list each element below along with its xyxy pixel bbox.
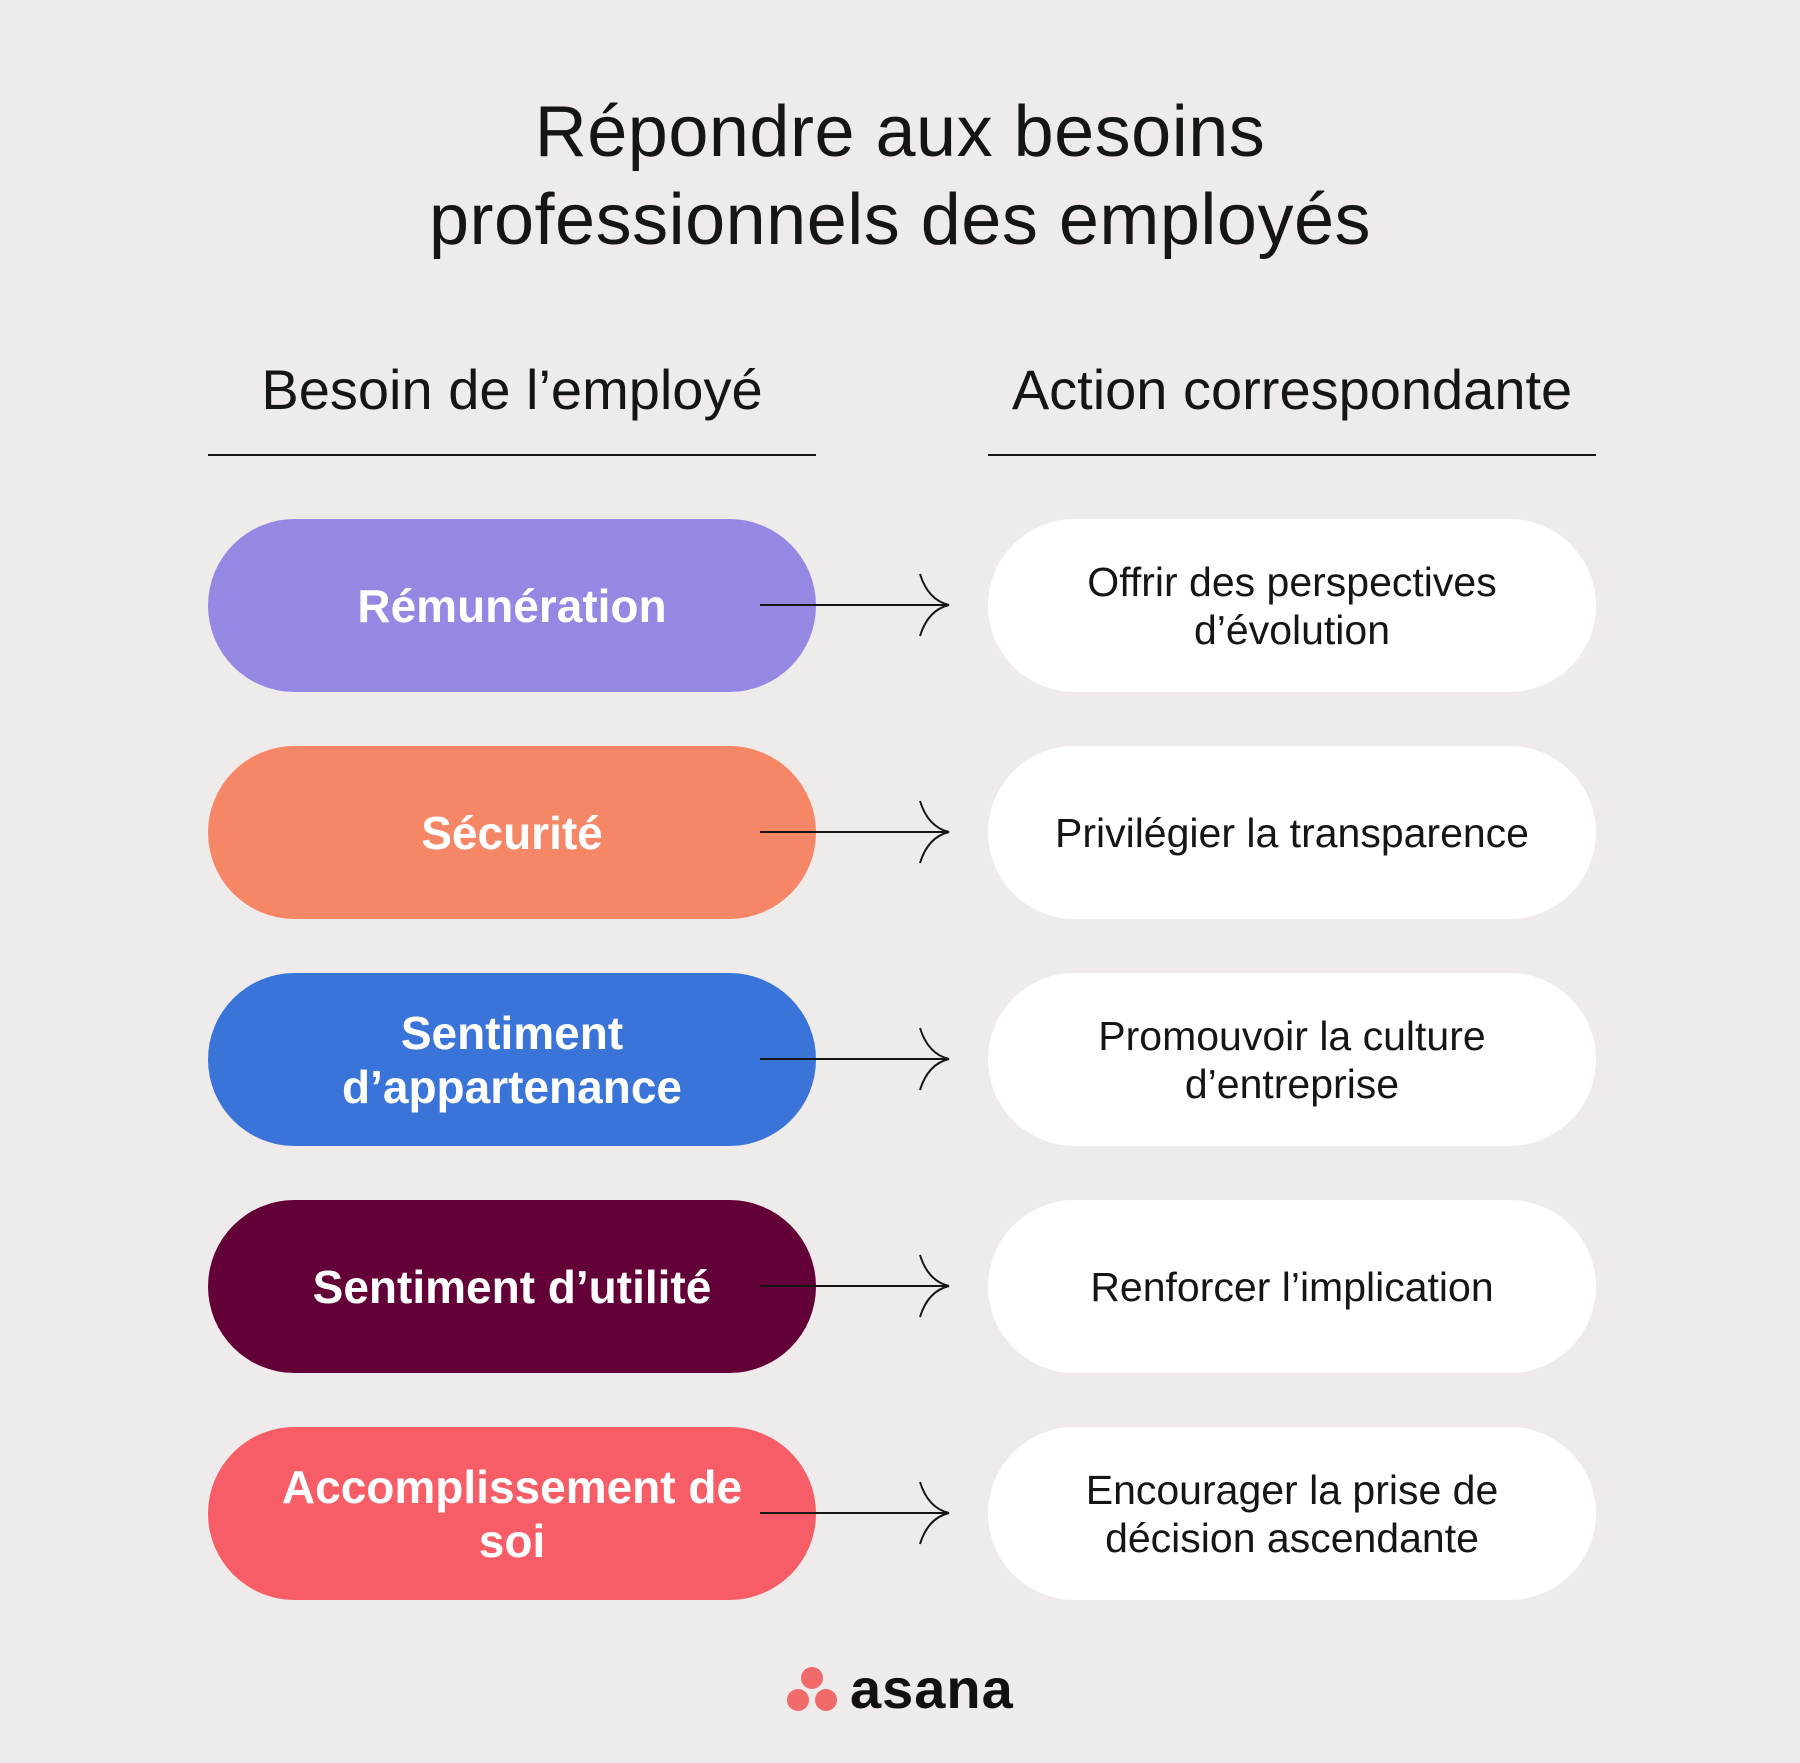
- need-label: Sentiment d’appartenance: [342, 1006, 682, 1113]
- need-label: Accomplissement de soi: [281, 1460, 743, 1567]
- asana-logo: asana: [786, 1656, 1014, 1721]
- need-pill: Sécurité: [208, 746, 816, 919]
- title-line-1: Répondre aux besoins: [534, 92, 1266, 172]
- arrow-right-icon: [760, 1481, 950, 1545]
- logo-text: asana: [850, 1657, 1014, 1720]
- arrow-right-icon: [760, 800, 950, 864]
- asana-dots-icon: [787, 1666, 837, 1711]
- action-label: Encourager la prise de décision ascendan…: [1085, 1466, 1499, 1561]
- column-divider-left: [208, 454, 816, 456]
- need-pill: Sentiment d’appartenance: [208, 973, 816, 1146]
- action-pill: Offrir des perspectives d’évolution: [988, 519, 1596, 692]
- action-label: Promouvoir la culture d’entreprise: [1098, 1012, 1486, 1107]
- arrow-right-icon: [760, 1254, 950, 1318]
- column-header-need: Besoin de l’employé: [261, 358, 763, 421]
- need-pill: Accomplissement de soi: [208, 1427, 816, 1600]
- action-pill: Renforcer l’implication: [988, 1200, 1596, 1373]
- column-divider-right: [988, 454, 1596, 456]
- need-label: Rémunération: [357, 579, 667, 632]
- need-label: Sécurité: [421, 806, 603, 859]
- arrow-right-icon: [760, 1027, 950, 1091]
- action-label: Renforcer l’implication: [1090, 1263, 1494, 1310]
- need-label: Sentiment d’utilité: [312, 1260, 712, 1313]
- page-title: Répondre aux besoins professionnels des …: [0, 88, 1800, 264]
- action-label: Offrir des perspectives d’évolution: [1087, 558, 1497, 653]
- action-label: Privilégier la transparence: [1054, 809, 1529, 856]
- need-pill: Sentiment d’utilité: [208, 1200, 816, 1373]
- arrow-right-icon: [760, 573, 950, 637]
- need-pill: Rémunération: [208, 519, 816, 692]
- action-pill: Privilégier la transparence: [988, 746, 1596, 919]
- action-pill: Encourager la prise de décision ascendan…: [988, 1427, 1596, 1600]
- action-pill: Promouvoir la culture d’entreprise: [988, 973, 1596, 1146]
- title-line-2: professionnels des employés: [428, 180, 1371, 260]
- column-header-action: Action correspondante: [1011, 358, 1573, 421]
